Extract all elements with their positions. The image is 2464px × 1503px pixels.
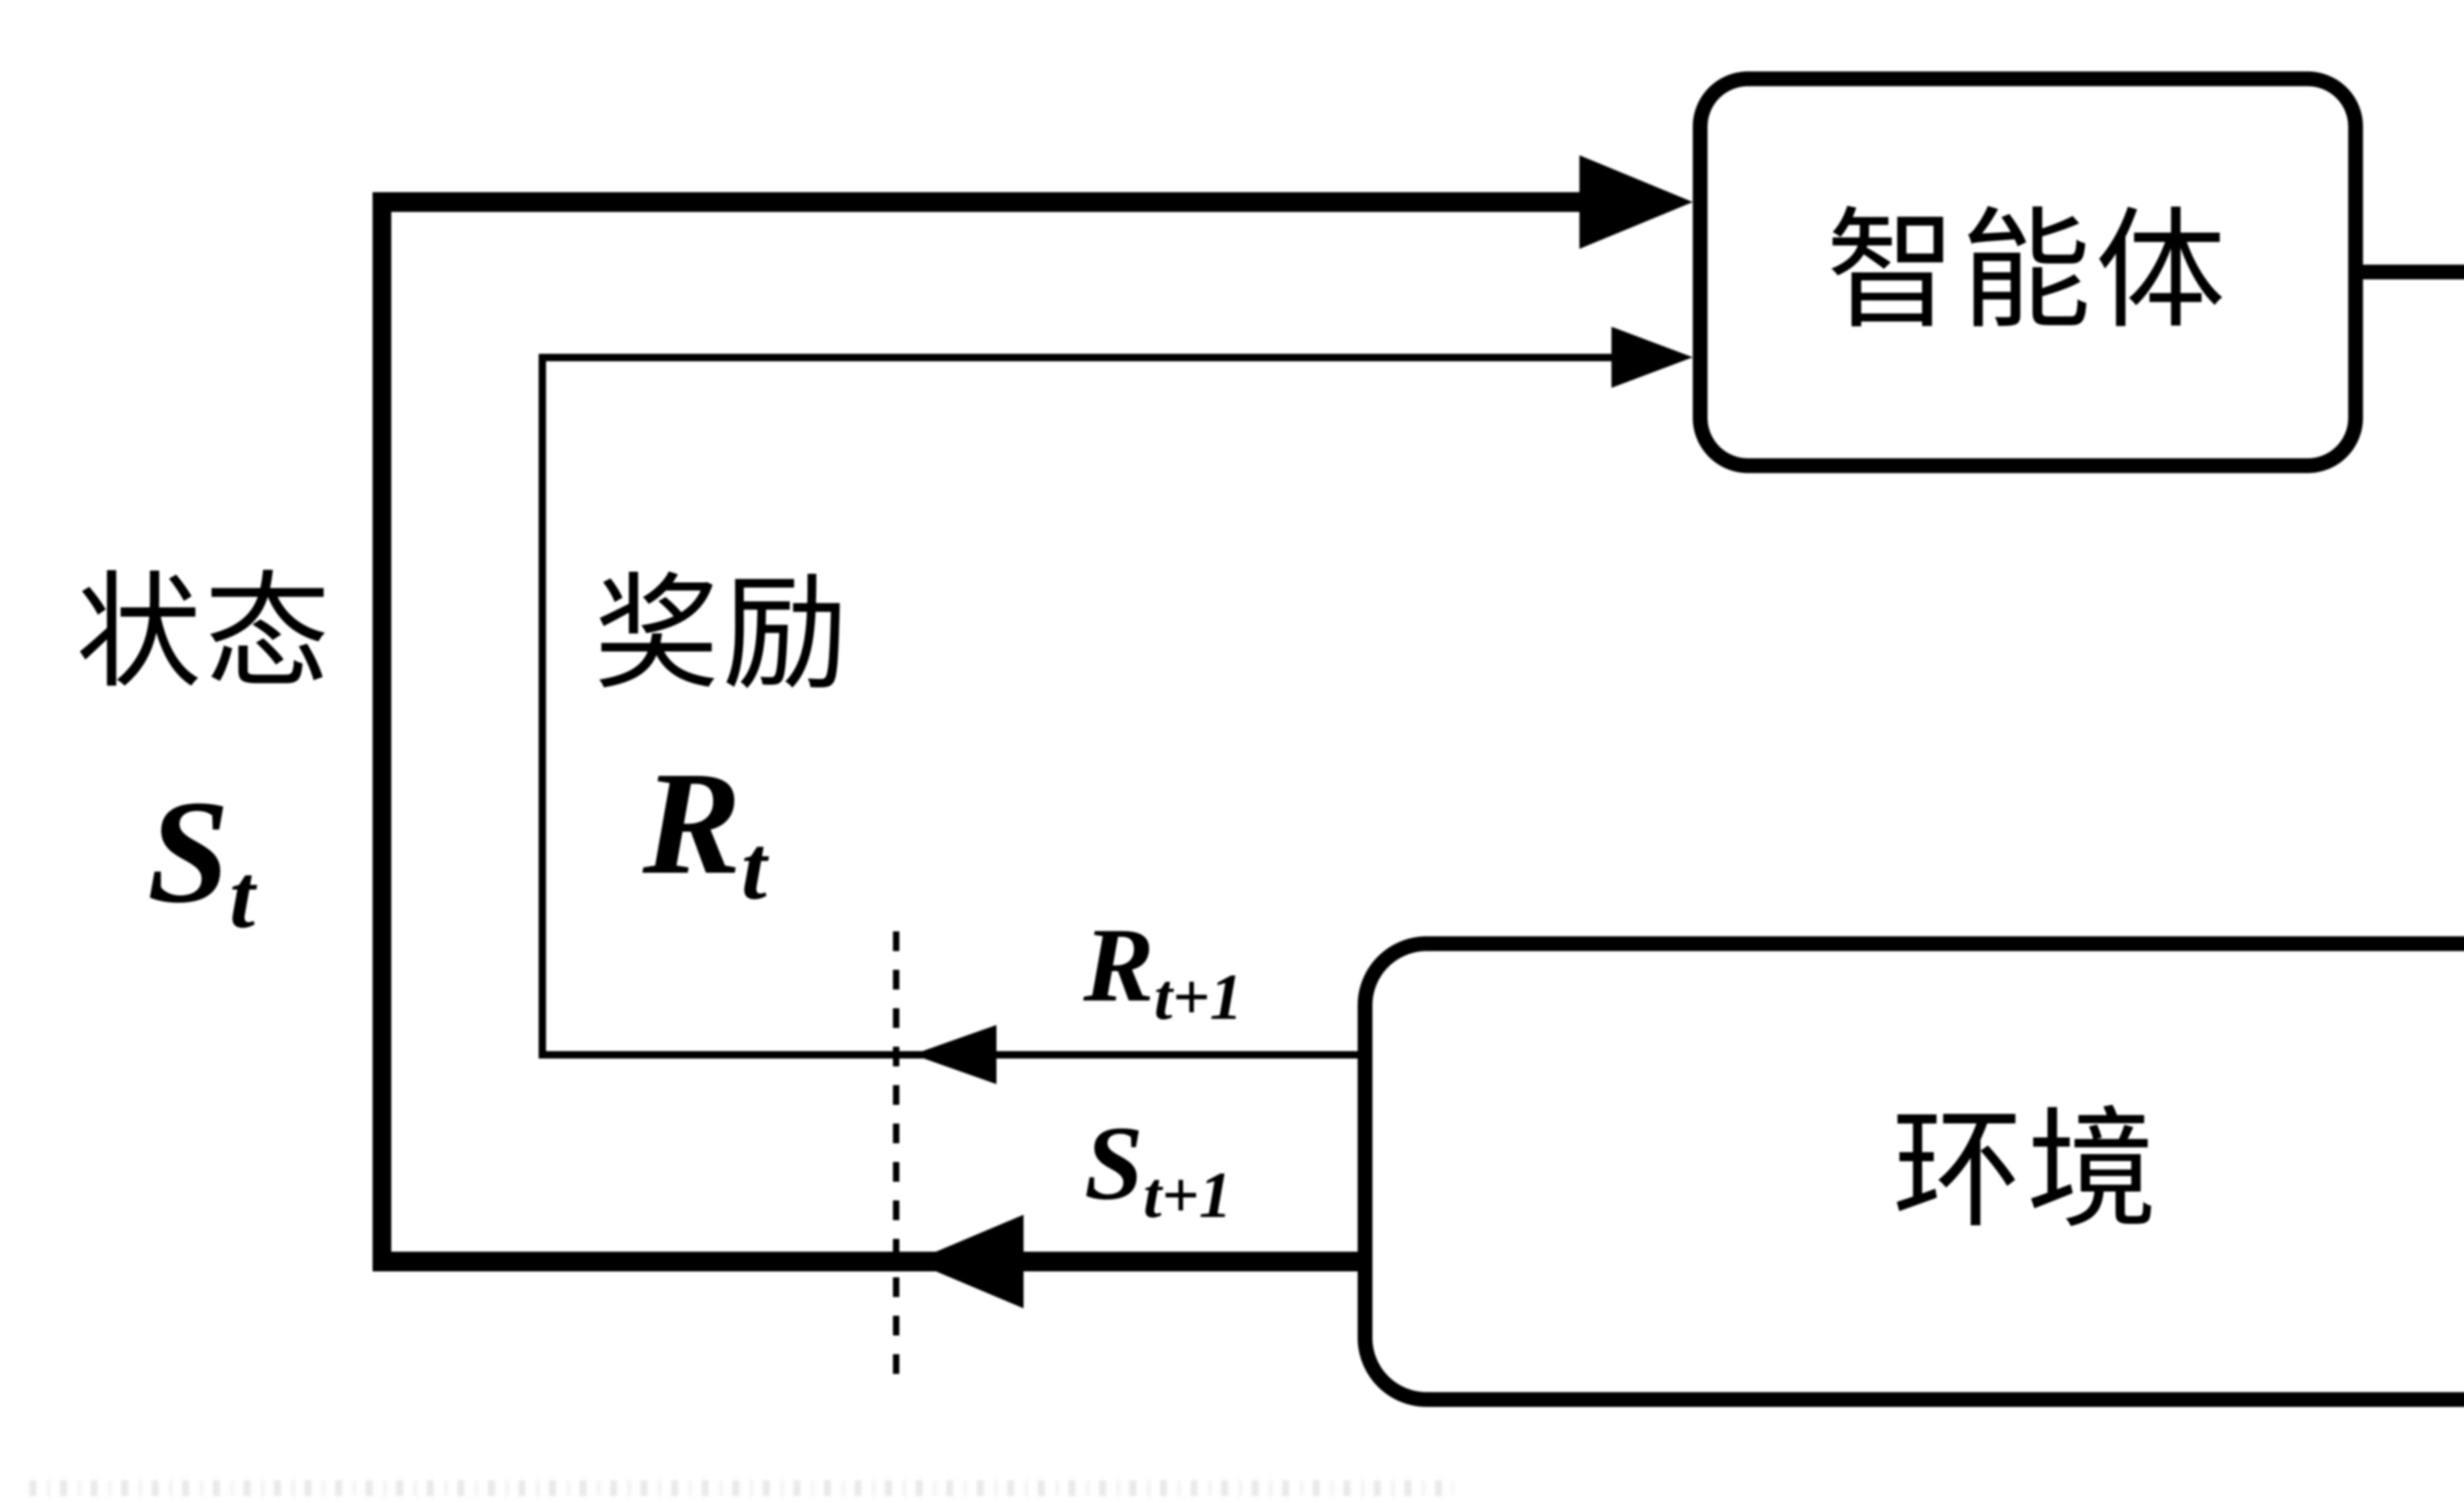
- state-line-bottom: [373, 1252, 1360, 1271]
- scan-artifact-noise: [30, 1480, 1454, 1496]
- state-symbol-base: S: [147, 769, 230, 933]
- action-line-top: [2356, 265, 2464, 279]
- state-symbol: St: [147, 778, 255, 942]
- reward-line-left: [539, 354, 546, 1058]
- next-state-arrowhead-icon: [913, 1215, 1024, 1308]
- next-reward-symbol: Rt+1: [1083, 912, 1242, 1030]
- environment-node: 环境: [1358, 936, 2464, 1407]
- agent-node: 智能体: [1693, 71, 2363, 473]
- reward-symbol-base: R: [643, 741, 742, 905]
- next-state-symbol-base: S: [1084, 1104, 1143, 1222]
- next-reward-symbol-base: R: [1083, 906, 1154, 1024]
- reward-line-top: [539, 354, 1616, 361]
- timestep-boundary-dashed-line: [893, 931, 899, 1385]
- reward-symbol-sub: t: [741, 817, 767, 919]
- state-line-left: [373, 192, 391, 1271]
- state-line-top: [373, 192, 1597, 212]
- next-state-symbol-sub: t+1: [1143, 1158, 1232, 1231]
- reward-symbol: Rt: [643, 749, 767, 914]
- next-reward-symbol-sub: t+1: [1154, 960, 1243, 1033]
- state-symbol-sub: t: [229, 846, 255, 948]
- reward-arrowhead-icon: [1611, 327, 1693, 388]
- state-arrowhead-icon: [1579, 155, 1693, 249]
- agent-node-label: 智能体: [1826, 200, 2230, 344]
- next-state-symbol: St+1: [1084, 1110, 1232, 1228]
- reward-label: 奖励: [593, 566, 852, 705]
- state-label: 状态: [75, 564, 334, 704]
- environment-node-label: 环境: [1892, 1099, 2161, 1244]
- next-reward-arrowhead-icon: [913, 1025, 996, 1084]
